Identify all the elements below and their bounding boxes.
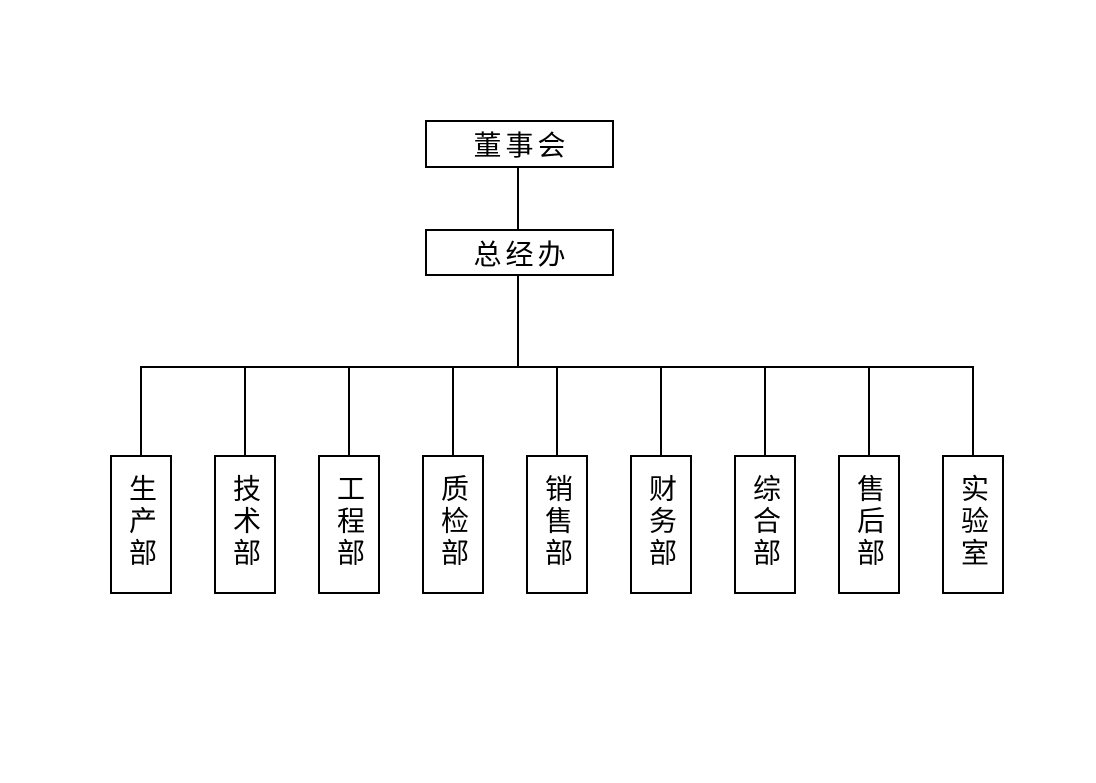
org-node-technology-dept: 技术部 xyxy=(214,455,276,594)
connector-drop-quality xyxy=(452,366,454,456)
org-node-board: 董事会 xyxy=(425,120,614,168)
org-node-engineering-dept: 工程部 xyxy=(318,455,380,594)
connector-drop-engineering xyxy=(348,366,350,456)
org-node-finance-dept-label: 财务部 xyxy=(645,474,678,570)
org-node-sales-dept: 销售部 xyxy=(526,455,588,594)
org-node-aftersales-dept: 售后部 xyxy=(838,455,900,594)
connector-drop-technology xyxy=(244,366,246,456)
connector-drop-sales xyxy=(556,366,558,456)
org-node-general-dept-label: 综合部 xyxy=(749,474,782,570)
connector-drop-general xyxy=(764,366,766,456)
connector-drop-finance xyxy=(660,366,662,456)
connector-drop-production xyxy=(140,366,142,456)
connector-office-to-bus xyxy=(517,276,519,367)
org-node-general-dept: 综合部 xyxy=(734,455,796,594)
org-node-board-label: 董事会 xyxy=(473,129,570,162)
org-node-technology-dept-label: 技术部 xyxy=(229,474,262,570)
org-node-manager-office: 总经办 xyxy=(425,229,614,276)
org-node-sales-dept-label: 销售部 xyxy=(541,474,574,570)
org-node-finance-dept: 财务部 xyxy=(630,455,692,594)
org-node-quality-dept-label: 质检部 xyxy=(437,474,470,570)
org-node-laboratory: 实验室 xyxy=(942,455,1004,594)
org-node-laboratory-label: 实验室 xyxy=(957,474,990,570)
connector-drop-aftersales xyxy=(868,366,870,456)
org-node-aftersales-dept-label: 售后部 xyxy=(853,474,886,570)
connector-drop-laboratory xyxy=(972,366,974,456)
connector-board-to-office xyxy=(517,168,519,229)
org-node-quality-dept: 质检部 xyxy=(422,455,484,594)
org-node-production-dept-label: 生产部 xyxy=(125,474,158,570)
org-node-manager-office-label: 总经办 xyxy=(473,237,570,271)
org-node-production-dept: 生产部 xyxy=(110,455,172,594)
org-node-engineering-dept-label: 工程部 xyxy=(333,474,366,570)
